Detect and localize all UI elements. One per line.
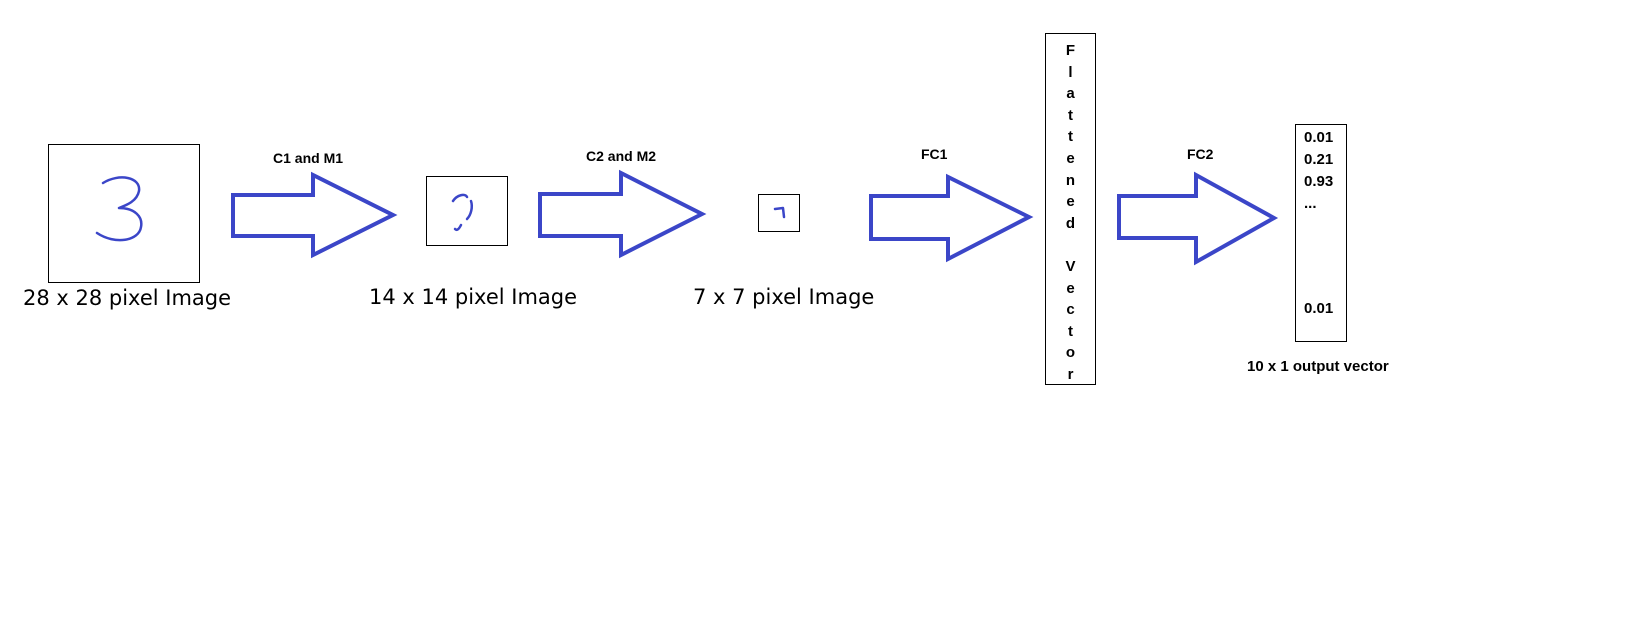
vector-letter: F [1065,42,1076,59]
arrow-label-c1-m1: C1 and M1 [273,150,344,166]
output-vector-box: 0.01 0.21 0.93 ... 0.01 [1295,124,1347,342]
vector-letter: d [1065,214,1076,232]
vector-letter: l [1068,63,1073,81]
output-value: 0.01 [1304,129,1334,146]
output-values: 0.01 0.21 0.93 ... [1304,127,1333,215]
vector-letter: V [1065,257,1076,275]
vector-letter: e [1066,193,1075,211]
vector-letter [1046,234,1095,256]
vector-letter: e [1066,149,1075,167]
flattened-vector-box: F l a t t e n e d V e c t o r [1045,33,1096,385]
pooled-image-14-box [426,176,508,246]
digit-three-downsampled-glyph [451,193,474,232]
output-value: 0.93 [1304,173,1334,190]
vector-letter: n [1065,171,1076,189]
vector-letter: a [1066,85,1075,103]
digit-three-glyph [95,176,143,242]
vector-letter: o [1065,344,1076,362]
flattened-vector-label: F l a t t e n e d V e c t o r [1046,40,1095,386]
arrow-fc2 [1117,171,1279,266]
arrow-label-fc2: FC2 [1187,146,1214,162]
input-image-box [48,144,200,283]
arrow-fc1 [869,173,1034,263]
pooled-image-14-caption: 14 x 14 pixel Image [369,285,578,309]
arrow-c1-m1 [231,171,398,259]
vector-letter: r [1067,365,1074,383]
vector-letter: c [1066,301,1075,319]
digit-three-tiny-glyph [773,206,786,219]
pooled-image-7-box [758,194,800,232]
output-value: 0.21 [1304,151,1334,168]
output-value-last: 0.01 [1304,300,1334,317]
vector-letter: e [1066,279,1075,297]
input-image-caption: 28 x 28 pixel Image [23,286,232,310]
output-value-ellipsis: ... [1304,195,1317,212]
arrow-label-fc1: FC1 [921,146,948,162]
arrow-c2-m2 [538,169,707,259]
arrow-label-c2-m2: C2 and M2 [586,148,657,164]
pooled-image-7-caption: 7 x 7 pixel Image [693,285,875,309]
vector-letter: t [1068,322,1073,340]
output-vector-caption: 10 x 1 output vector [1247,358,1389,375]
vector-letter: t [1068,128,1073,146]
vector-letter: t [1068,106,1073,124]
